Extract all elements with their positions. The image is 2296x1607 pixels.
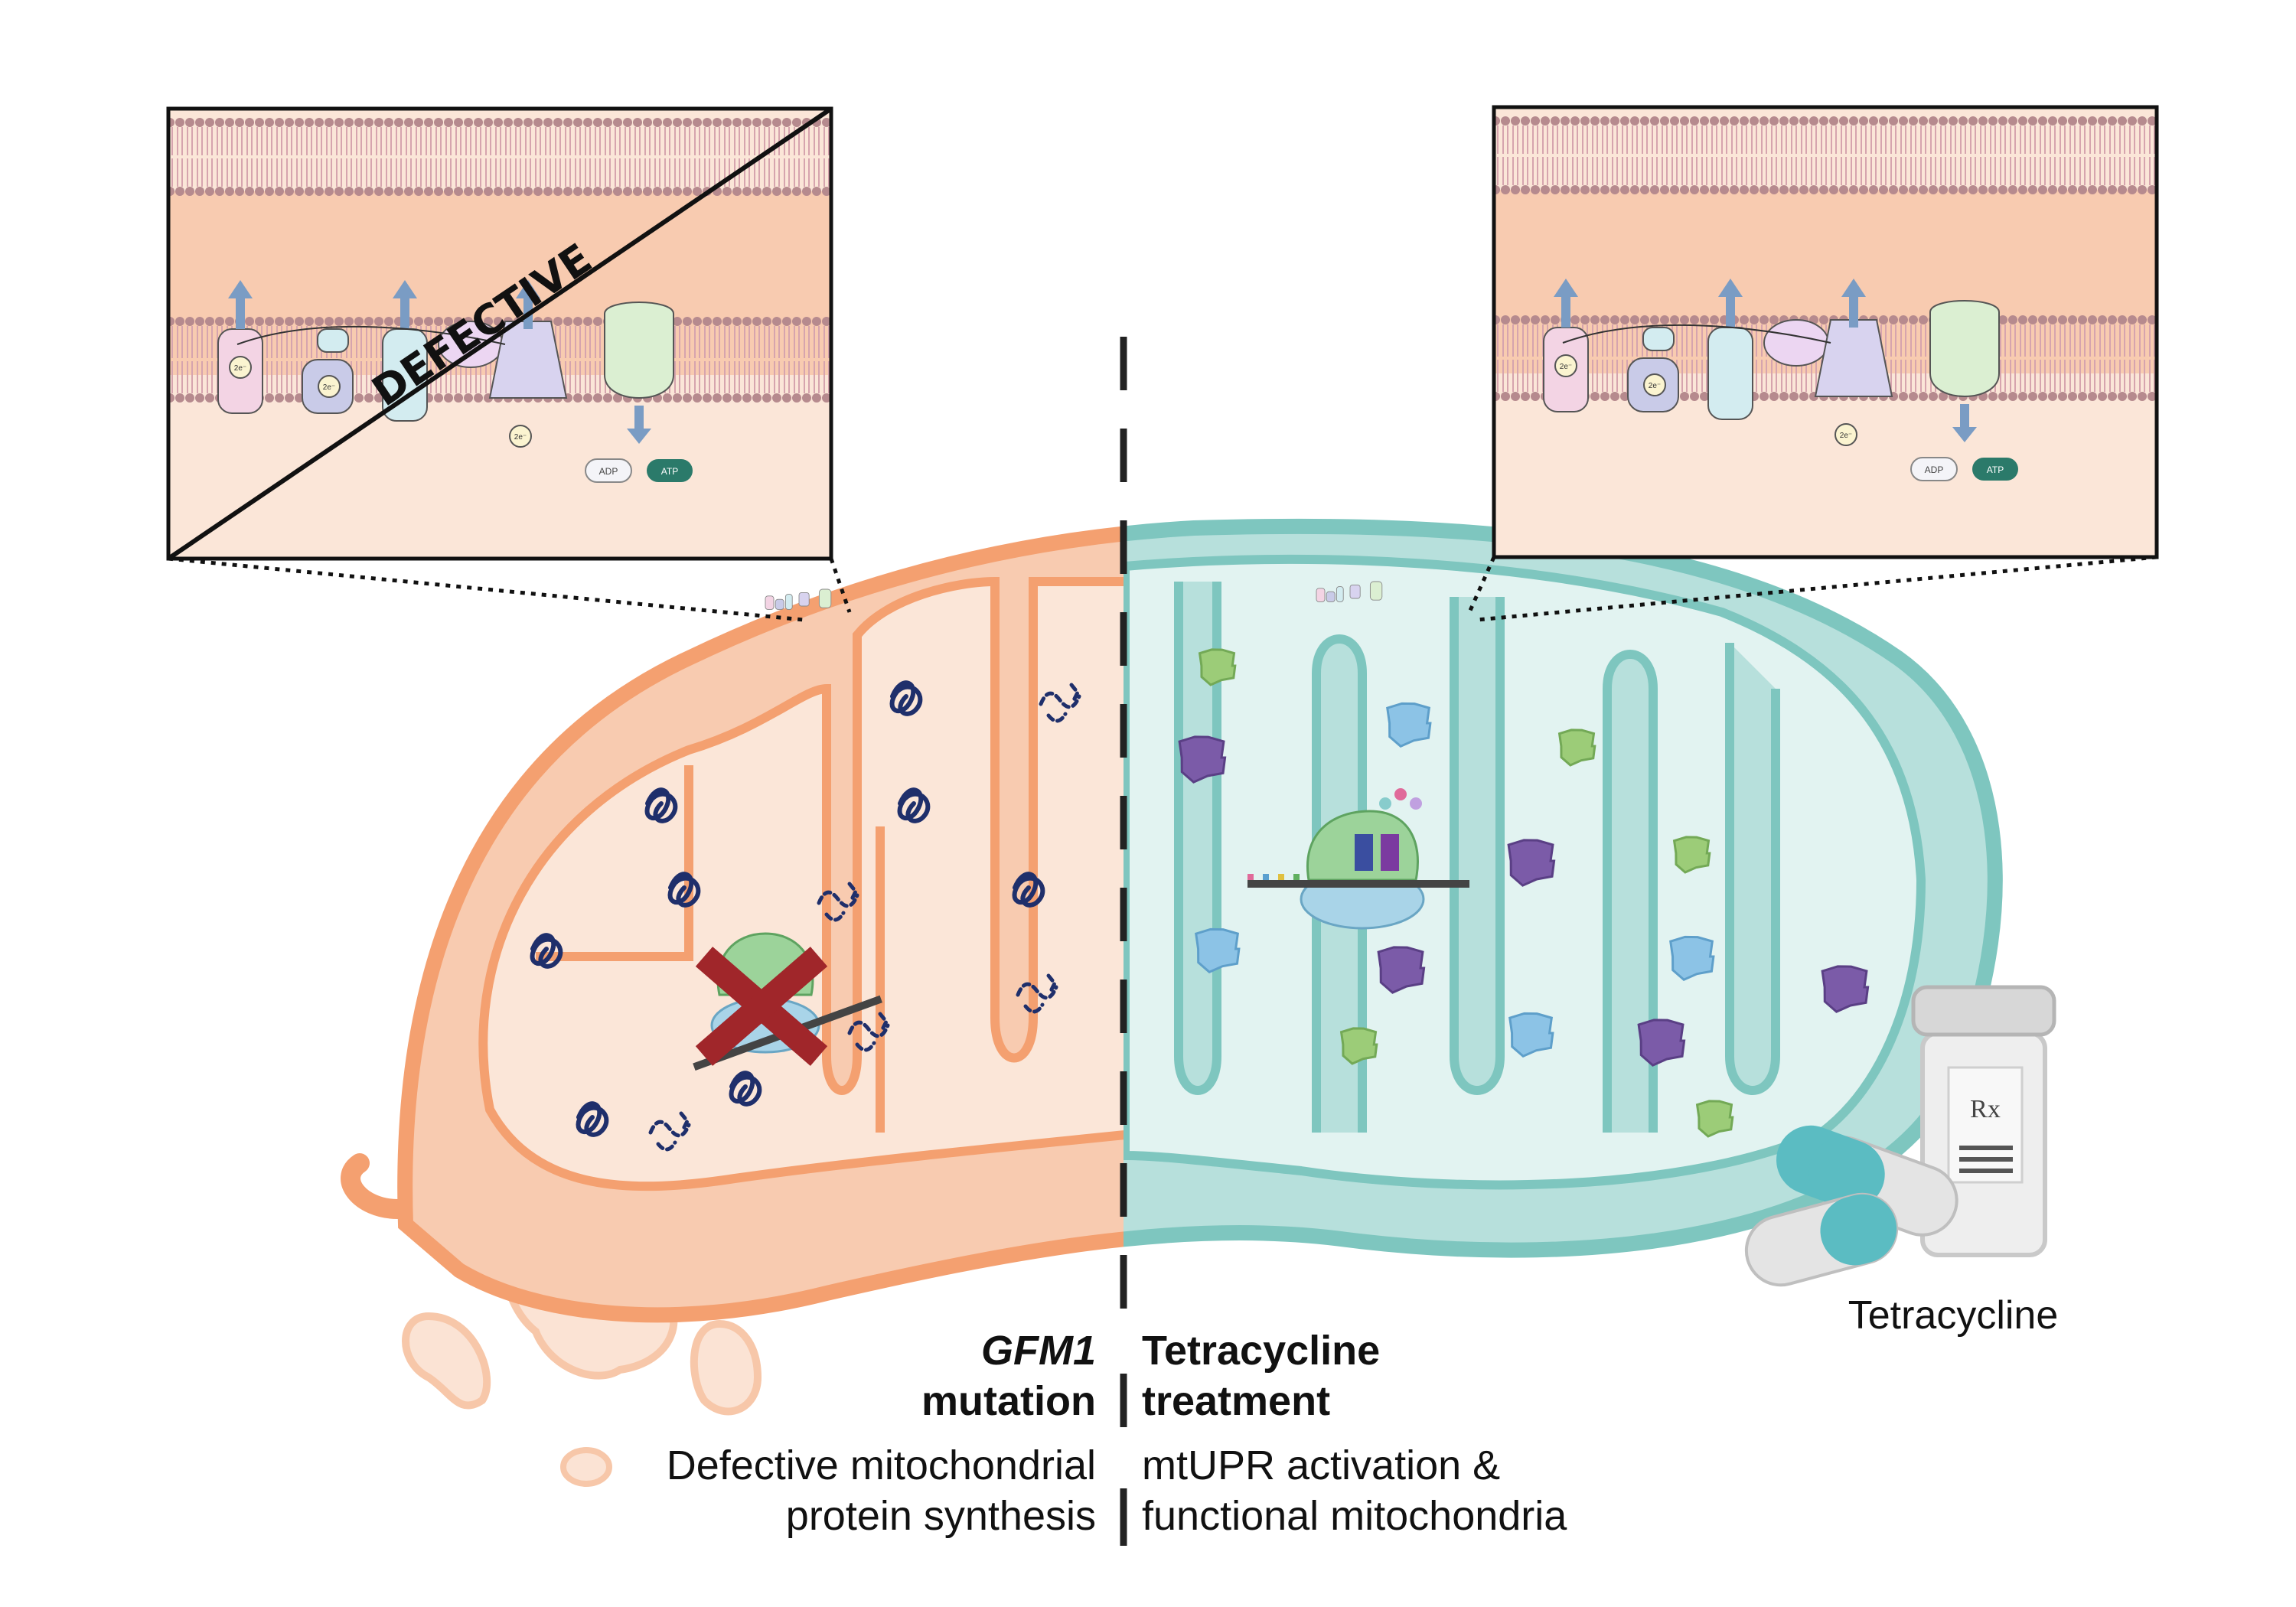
membrane-complexes-mini-right — [1316, 581, 1383, 602]
svg-text:2e⁻: 2e⁻ — [323, 383, 335, 392]
svg-text:2e⁻: 2e⁻ — [1840, 432, 1852, 440]
outer-membrane — [1494, 116, 2157, 194]
etc-complexes: ADP ATP 2e⁻ 2e⁻ 2e⁻ — [217, 280, 693, 483]
right-heading: Tetracycline treatment — [1142, 1325, 1380, 1426]
blocked-ribosome — [693, 932, 882, 1071]
outer-membrane — [168, 118, 831, 196]
left-desc-line-1: Defective mitochondrial — [666, 1442, 1096, 1488]
right-desc-line-2: functional mitochondria — [1142, 1493, 1567, 1539]
inset-functional-etc: ADP ATP 2e⁻ 2e⁻ 2e⁻ — [1492, 105, 2159, 559]
membrane-complexes-mini-left — [765, 588, 832, 610]
right-title-line-1: Tetracycline — [1142, 1328, 1381, 1374]
debris-icon — [560, 1447, 612, 1487]
left-desc-line-2: protein synthesis — [785, 1493, 1096, 1539]
right-description: mtUPR activation & functional mitochondr… — [1142, 1440, 1567, 1541]
zoom-lines — [168, 555, 2157, 622]
misfolded-proteins — [648, 683, 1081, 1152]
gene-name: GFM1 — [980, 1328, 1096, 1374]
svg-text:ADP: ADP — [599, 466, 618, 477]
folded-proteins-green — [1198, 648, 1734, 1138]
left-title: mutation — [921, 1378, 1096, 1424]
drug-label: Tetracycline — [1848, 1293, 2059, 1338]
right-desc-line-1: mtUPR activation & — [1142, 1442, 1501, 1488]
mutant-mitochondrion — [341, 526, 1124, 1416]
left-heading: GFM1 mutation — [921, 1325, 1096, 1426]
folded-proteins-purple — [1178, 735, 1870, 1067]
right-title-line-2: treatment — [1142, 1378, 1331, 1424]
svg-text:ATP: ATP — [661, 466, 678, 477]
folded-proteins-blue — [1195, 702, 1715, 1058]
tangled-proteins — [530, 680, 1045, 1137]
svg-text:2e⁻: 2e⁻ — [234, 364, 246, 373]
svg-text:2e⁻: 2e⁻ — [514, 433, 527, 442]
svg-text:ATP: ATP — [1987, 464, 2004, 475]
etc-complexes: ADP ATP 2e⁻ 2e⁻ 2e⁻ — [1543, 279, 2018, 481]
active-ribosome — [1247, 788, 1469, 930]
svg-text:2e⁻: 2e⁻ — [1649, 382, 1661, 390]
svg-text:2e⁻: 2e⁻ — [1560, 363, 1572, 371]
left-description: Defective mitochondrial protein synthesi… — [667, 1440, 1096, 1541]
svg-text:ADP: ADP — [1925, 464, 1944, 475]
capsule-2 — [1744, 1192, 1899, 1287]
rx-symbol: Rx — [1970, 1095, 2001, 1123]
capsule-1 — [1776, 1125, 1958, 1237]
